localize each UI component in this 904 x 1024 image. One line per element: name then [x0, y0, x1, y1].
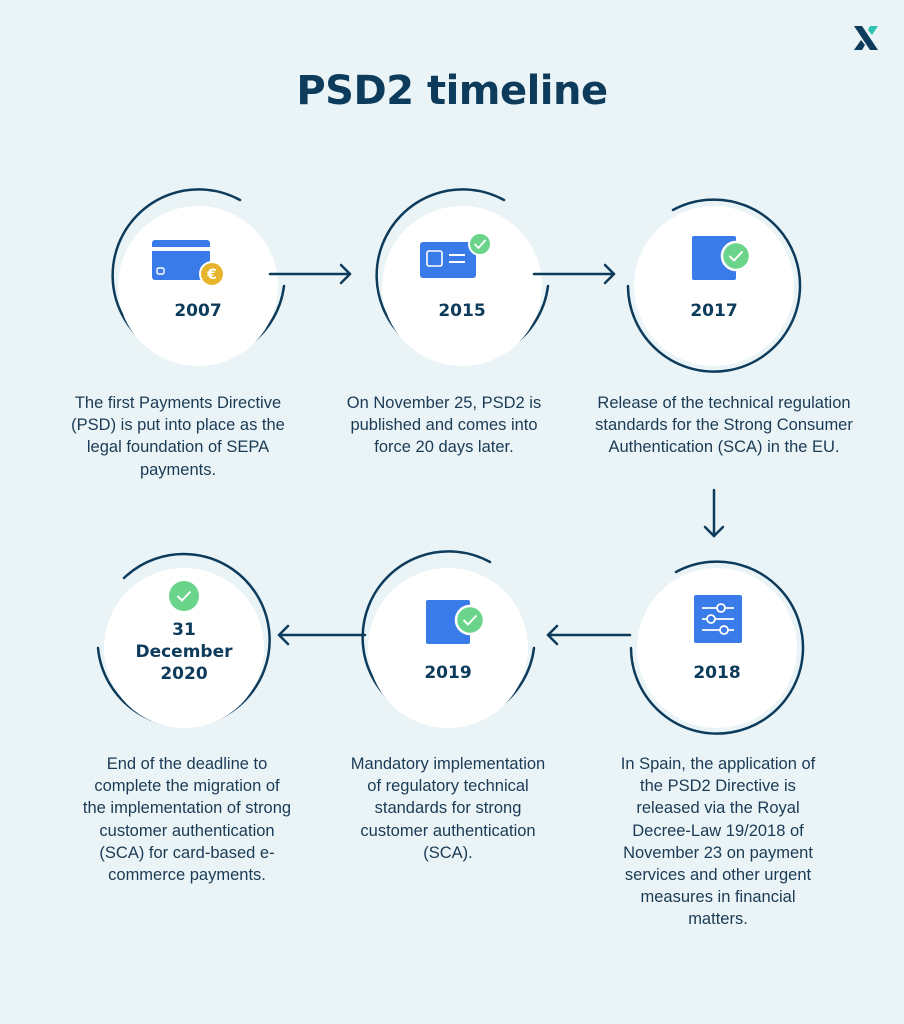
- timeline-ring: [626, 198, 802, 373]
- milestone-description: Mandatory implementation of regulatory t…: [350, 755, 546, 862]
- arrow-left-icon: [277, 624, 367, 646]
- check-circle-icon: [169, 581, 199, 611]
- timeline-ring: [629, 560, 805, 735]
- milestone-description: Release of the technical regulation stan…: [595, 394, 853, 457]
- milestone-2015: 2015: [362, 186, 562, 386]
- milestone-circle: [368, 568, 528, 728]
- document-check-icon: [426, 600, 486, 644]
- id-card-check-icon: [420, 232, 492, 278]
- arrow-right-icon: [532, 263, 616, 285]
- milestone-year: 2007: [174, 301, 222, 321]
- milestone-2020: 31 December 2020: [84, 548, 284, 748]
- milestone-2019: 2019: [348, 548, 548, 748]
- milestone-year: 2015: [438, 301, 486, 321]
- arrow-right-icon: [268, 263, 352, 285]
- milestone-description: End of the deadline to complete the migr…: [82, 755, 292, 885]
- page-title: PSD2 timeline: [296, 68, 608, 114]
- milestone-circle: [637, 568, 797, 728]
- milestone-2007: € 2007: [98, 186, 298, 386]
- milestone-year-number: 2020: [160, 664, 208, 684]
- milestone-year: 31 December 2020: [84, 619, 284, 685]
- milestone-year-day: 31: [172, 620, 196, 640]
- milestone-description: On November 25, PSD2 is published and co…: [346, 394, 542, 457]
- credit-card-euro-icon: €: [152, 240, 225, 287]
- milestone-year: 2017: [690, 301, 738, 321]
- x-logo-icon: [854, 26, 878, 50]
- milestone-circle: [634, 206, 794, 366]
- milestone-description: In Spain, the application of the PSD2 Di…: [620, 755, 816, 929]
- milestone-description: The first Payments Directive (PSD) is pu…: [71, 394, 285, 479]
- milestone-circle: [118, 206, 278, 366]
- milestone-year: 2019: [424, 663, 472, 683]
- milestone-2017: 2017: [614, 186, 814, 386]
- milestone-year: 2018: [693, 663, 741, 683]
- sliders-icon: [694, 595, 742, 643]
- milestone-2018: 2018: [617, 548, 817, 748]
- milestone-year-month: December: [135, 642, 233, 662]
- milestone-circle: [382, 206, 542, 366]
- svg-text:€: €: [206, 267, 217, 283]
- arrow-left-icon: [546, 624, 632, 646]
- document-check-icon: [692, 236, 752, 280]
- arrow-down-icon: [703, 488, 725, 538]
